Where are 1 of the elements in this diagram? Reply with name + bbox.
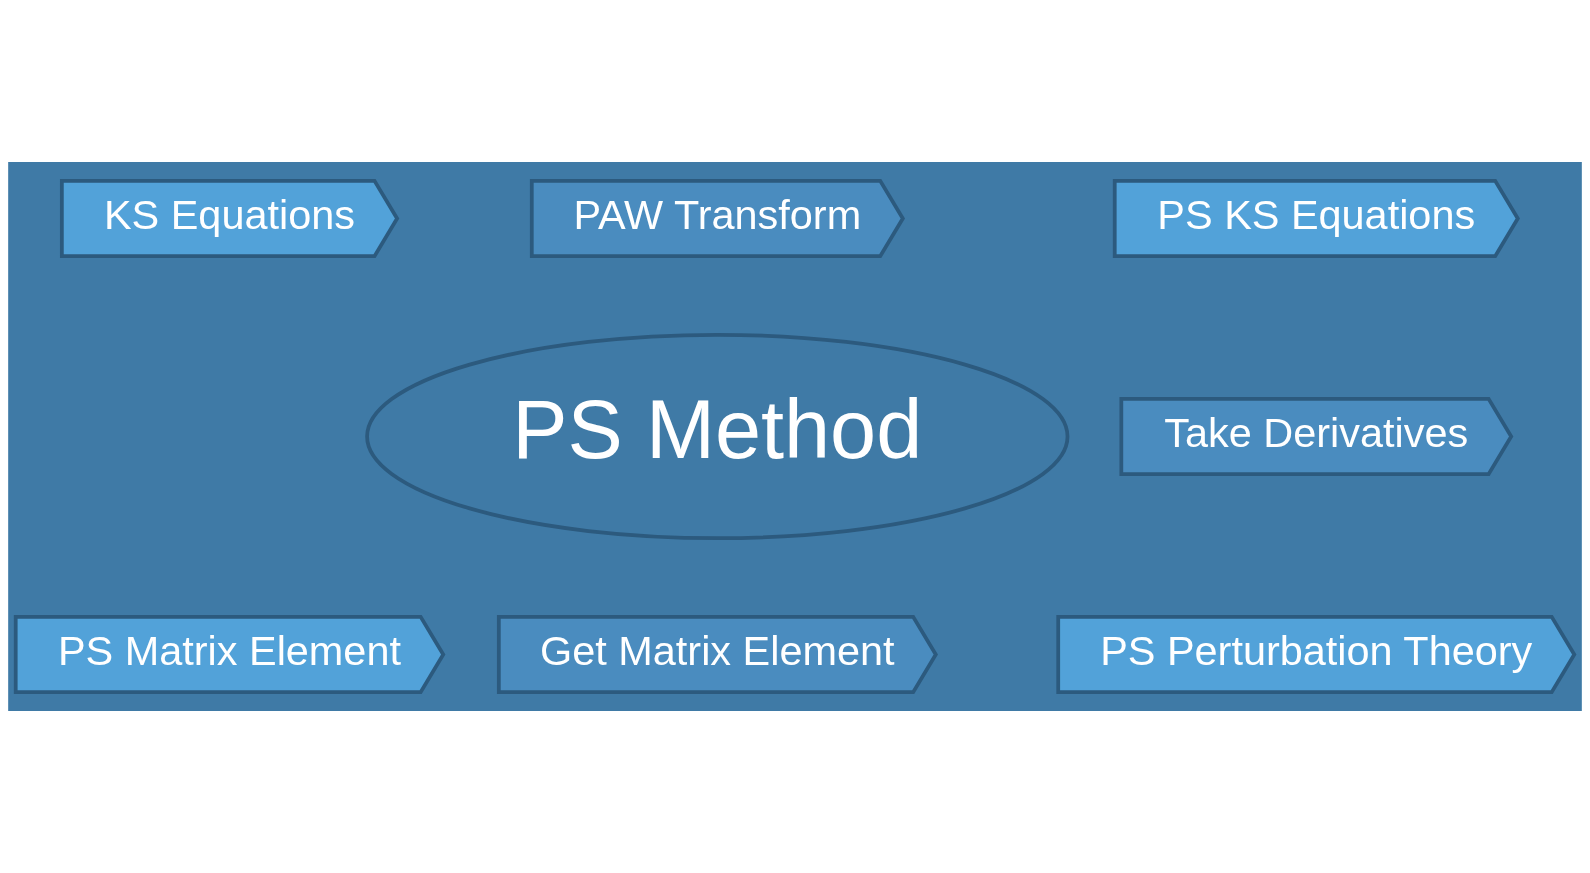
node-ellipse: PS Method [365,332,1070,541]
